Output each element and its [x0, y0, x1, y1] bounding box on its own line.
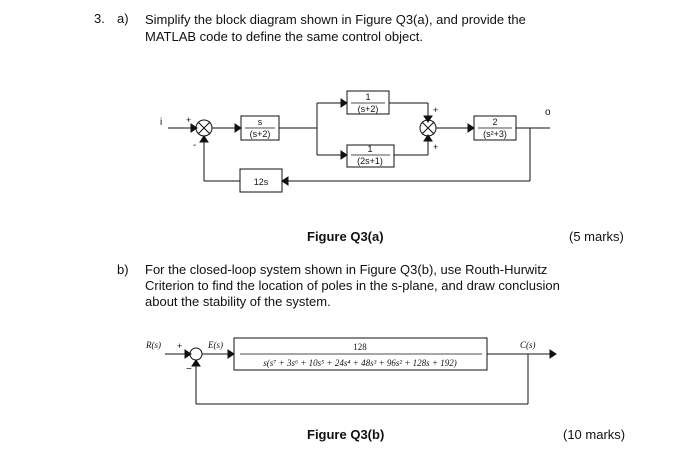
part-a-letter: a)	[117, 11, 129, 26]
block-right-denominator: (s²+3)	[483, 129, 507, 139]
sum1-plus: +	[186, 115, 191, 125]
sum2-plus-top: +	[433, 105, 438, 115]
block-upper-denominator: (s+2)	[358, 104, 379, 114]
sum-b-plus: +	[177, 341, 182, 351]
error-label-es: E(s)	[207, 340, 223, 350]
figure-q3b-caption: Figure Q3(b)	[307, 427, 385, 442]
sum2-plus-bottom: +	[433, 142, 438, 152]
block-feedback-12s: 12s	[254, 177, 269, 187]
block-s-numerator: s	[258, 117, 263, 127]
sum-b-minus: −	[186, 364, 192, 375]
block-lower-numerator: 1	[367, 144, 372, 154]
block-lower-denominator: (2s+1)	[357, 156, 383, 166]
block-s-denominator: (s+2)	[250, 129, 271, 139]
block-right-numerator: 2	[492, 117, 497, 127]
block-upper-numerator: 1	[365, 92, 370, 102]
input-label-rs: R(s)	[145, 340, 161, 350]
part-a-marks: (5 marks)	[569, 229, 624, 244]
sum1-minus: -	[193, 140, 196, 151]
part-b-marks: (10 marks)	[563, 427, 626, 442]
output-label-o: o	[545, 107, 551, 118]
part-a-text: Simplify the block diagram shown in Figu…	[145, 12, 526, 44]
input-label-i: i	[160, 117, 162, 128]
tf-numerator: 128	[353, 342, 367, 352]
tf-denominator: s(s⁷ + 3s⁶ + 10s⁵ + 24s⁴ + 48s³ + 96s² +…	[263, 358, 456, 368]
question-number: 3.	[94, 11, 105, 26]
part-b-text: For the closed-loop system shown in Figu…	[145, 262, 560, 309]
output-label-cs: C(s)	[520, 340, 536, 350]
part-b-letter: b)	[117, 262, 129, 277]
figure-q3a-caption: Figure Q3(a)	[307, 229, 384, 244]
